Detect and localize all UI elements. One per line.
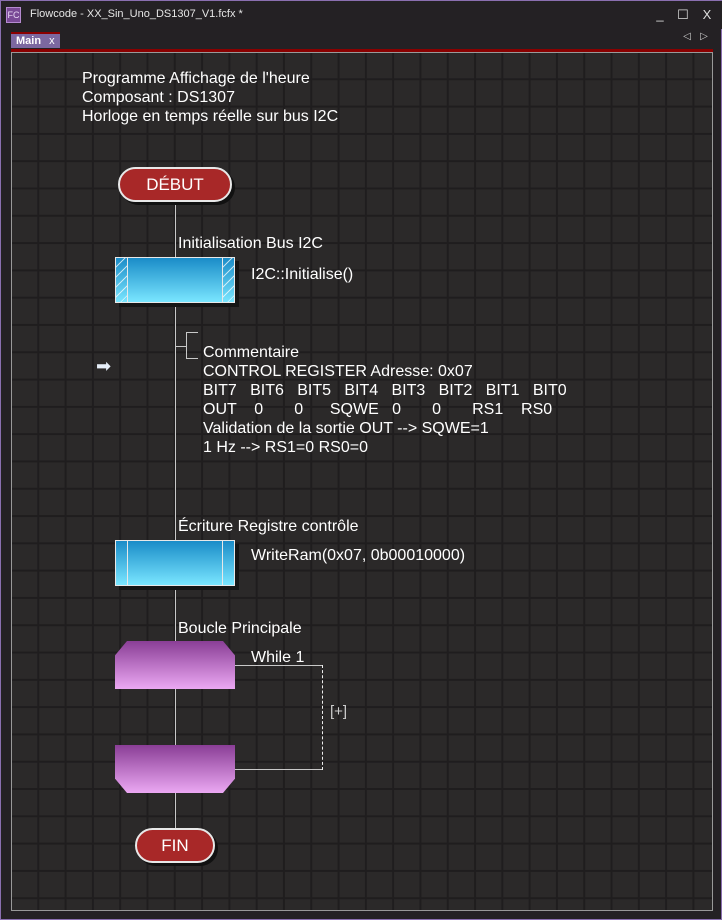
header-comment: Programme Affichage de l'heure Composant… <box>82 69 338 126</box>
tab-prev-icon[interactable]: ◁ <box>683 31 691 42</box>
comment-line: OUT 0 0 SQWE 0 0 RS1 RS0 <box>203 401 553 418</box>
tab-divider <box>11 49 713 52</box>
comment-title: Commentaire <box>203 344 300 361</box>
tab-label: Main <box>16 35 42 47</box>
loop-line-bottom <box>235 769 323 770</box>
macro-hatch <box>116 258 128 302</box>
loop-label: Boucle Principale <box>178 620 302 637</box>
comment-line: 1 Hz --> RS1=0 RS0=0 <box>203 439 368 456</box>
comment-block[interactable]: Commentaire CONTROL REGISTER Adresse: 0x… <box>203 343 567 457</box>
flowcode-icon: FC <box>6 7 21 23</box>
comment-line: Validation de la sortie OUT --> SQWE=1 <box>203 420 489 437</box>
block-edge <box>116 541 128 585</box>
cursor-arrow-icon: ➡ <box>96 356 112 376</box>
comment-line: Composant : DS1307 <box>82 89 235 106</box>
loop-collapsed-line <box>322 665 323 770</box>
block-edge <box>222 541 234 585</box>
write-code: WriteRam(0x07, 0b00010000) <box>251 547 466 564</box>
init-label: Initialisation Bus I2C <box>178 235 323 252</box>
write-label: Écriture Registre contrôle <box>178 518 359 535</box>
comment-connector <box>175 346 187 347</box>
flowchart-canvas[interactable] <box>11 52 713 911</box>
comment-line: Horloge en temps réelle sur bus I2C <box>82 108 339 125</box>
comment-bracket-icon <box>186 332 198 359</box>
title-bar: FC Flowcode - XX_Sin_Uno_DS1307_V1.fcfx … <box>1 1 722 29</box>
window-title: Flowcode - XX_Sin_Uno_DS1307_V1.fcfx * <box>30 8 243 20</box>
init-code: I2C::Initialise() <box>251 266 354 283</box>
expand-loop-button[interactable]: [+] <box>330 703 348 720</box>
maximize-button[interactable]: ☐ <box>677 7 689 22</box>
init-calc-block[interactable] <box>115 257 235 303</box>
comment-line: Programme Affichage de l'heure <box>82 70 310 87</box>
close-button[interactable]: X <box>702 7 712 22</box>
comment-line: CONTROL REGISTER Adresse: 0x07 <box>203 363 473 380</box>
flow-line <box>175 201 176 831</box>
end-terminator[interactable]: FIN <box>135 828 215 863</box>
tab-close-icon[interactable]: x <box>49 35 55 47</box>
macro-hatch <box>222 258 234 302</box>
write-calc-block[interactable] <box>115 540 235 586</box>
minimize-button[interactable]: _ <box>656 7 664 22</box>
start-terminator[interactable]: DÉBUT <box>118 167 232 202</box>
tab-next-icon[interactable]: ▷ <box>700 31 708 42</box>
loop-line-top <box>235 665 323 666</box>
loop-end-block[interactable] <box>115 745 235 793</box>
loop-condition: While 1 <box>251 649 305 666</box>
comment-line: BIT7 BIT6 BIT5 BIT4 BIT3 BIT2 BIT1 BIT0 <box>203 382 567 399</box>
loop-start-block[interactable] <box>115 641 235 689</box>
